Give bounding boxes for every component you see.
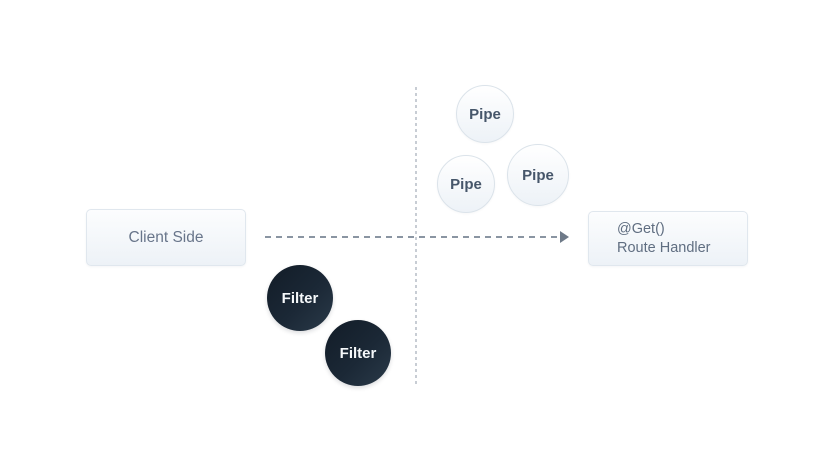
arrowhead-right-icon [560,231,569,243]
pipe-label: Pipe [522,166,554,184]
filter-node: Filter [267,265,333,331]
route-handler-node: @Get() Route Handler [588,211,748,266]
pipe-node: Pipe [507,144,569,206]
filter-label: Filter [339,344,377,362]
pipe-node: Pipe [456,85,514,143]
route-handler-label: Route Handler [617,239,711,256]
pipe-label: Pipe [469,105,501,123]
pipe-label: Pipe [450,175,482,193]
client-side-label: Client Side [128,228,204,246]
client-side-node: Client Side [86,209,246,266]
route-handler-decorator-label: @Get() [617,220,665,237]
route-handler-text: @Get() Route Handler [617,220,711,258]
filter-label: Filter [281,289,319,307]
filter-node: Filter [325,320,391,386]
pipe-node: Pipe [437,155,495,213]
request-flow-dashed-line [265,236,561,238]
